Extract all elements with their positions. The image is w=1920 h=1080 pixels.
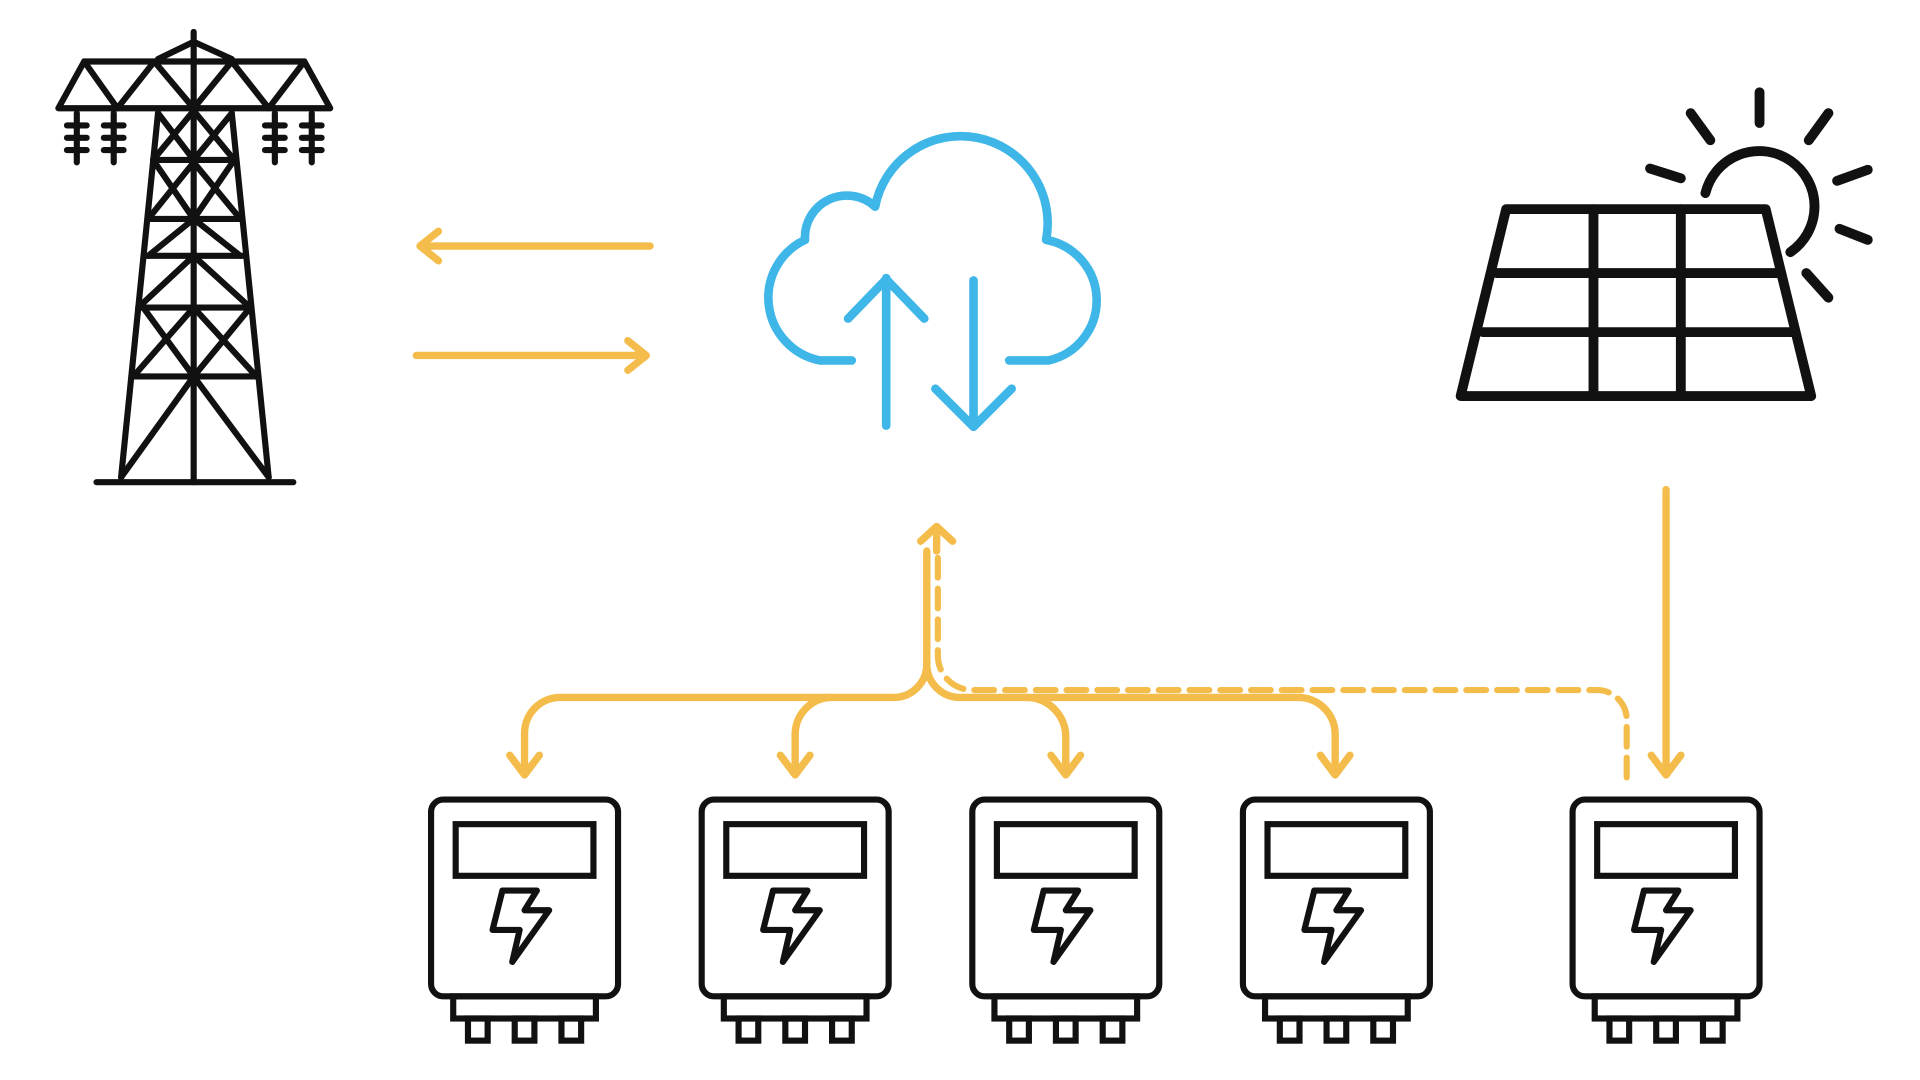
electric-meter-icon xyxy=(431,800,618,1041)
cloud-sync-icon xyxy=(764,131,1101,432)
sun-icon xyxy=(1645,87,1873,303)
grid-cloud-arrows xyxy=(412,227,654,374)
solar-to-meter-arrow xyxy=(1647,485,1685,779)
electric-meter-icon xyxy=(1573,800,1760,1041)
electric-meter-icon xyxy=(1243,800,1430,1041)
solar-panel-icon xyxy=(1455,204,1817,402)
electric-meter-icon xyxy=(972,800,1159,1041)
electric-meter-icon xyxy=(702,800,889,1041)
transmission-tower-icon xyxy=(55,28,334,486)
distribution-lines xyxy=(506,522,1354,779)
dashed-return-line xyxy=(934,552,1630,781)
arrow-to-cloud xyxy=(412,337,651,374)
arrow-to-grid xyxy=(416,227,654,265)
